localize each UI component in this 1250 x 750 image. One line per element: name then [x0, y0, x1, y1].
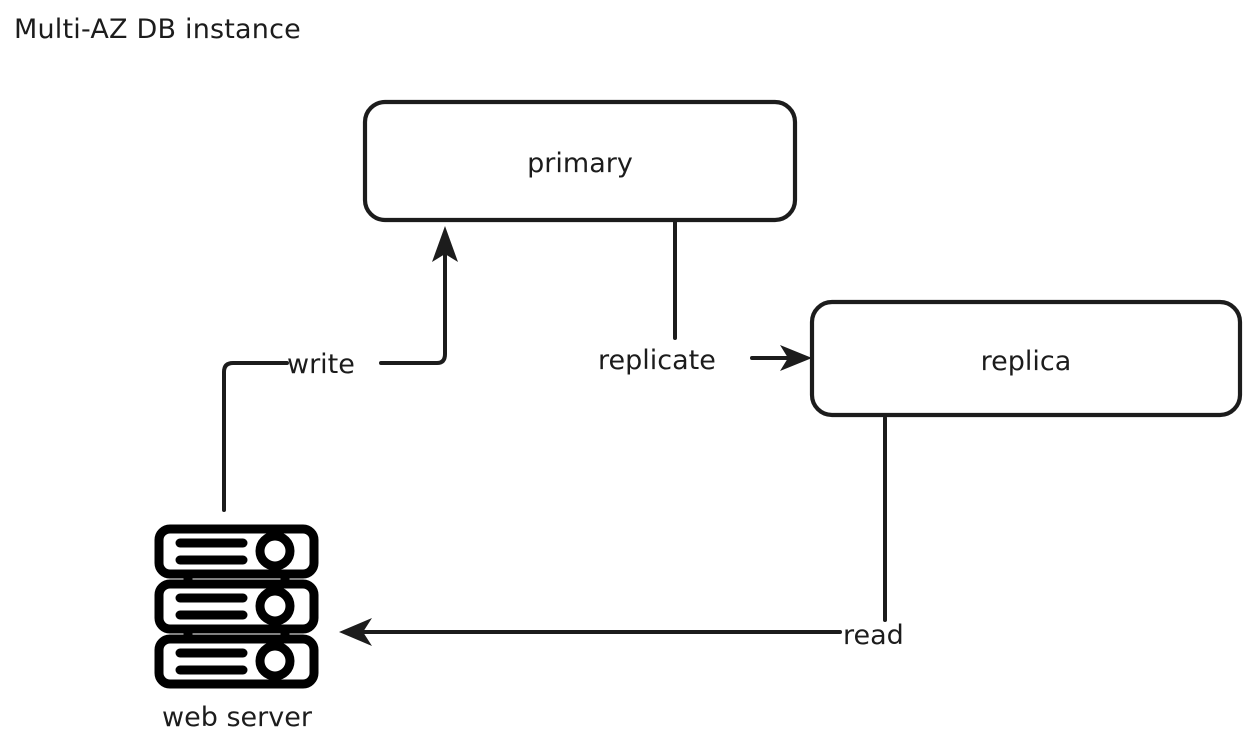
- write-path-lower: [222, 361, 289, 512]
- node-replica[interactable]: replica: [809, 299, 1243, 418]
- edge-label-read: read: [843, 620, 904, 651]
- primary-label: primary: [527, 148, 633, 179]
- web-server-label: web server: [162, 702, 313, 733]
- edge-write: write: [222, 226, 458, 512]
- edge-label-write: write: [287, 349, 355, 380]
- edge-label-replicate: replicate: [598, 345, 716, 376]
- edge-read: read: [339, 416, 904, 651]
- server-unit-2-led: [255, 586, 295, 626]
- write-path-upper: [379, 238, 447, 365]
- server-unit-3: [154, 634, 319, 689]
- node-primary[interactable]: primary: [362, 99, 798, 223]
- replica-label: replica: [981, 346, 1072, 377]
- server-unit-1: [154, 524, 319, 579]
- page-title: Multi-AZ DB instance: [14, 14, 301, 45]
- server-unit-2: [154, 579, 319, 634]
- replica-box[interactable]: [809, 299, 1243, 418]
- write-arrowhead-icon: [432, 226, 458, 262]
- edge-replicate: replicate: [598, 220, 812, 376]
- primary-box[interactable]: [362, 99, 798, 223]
- server-rack-icon: [154, 524, 319, 689]
- node-web-server[interactable]: web server: [154, 524, 319, 733]
- server-unit-3-led: [255, 641, 295, 681]
- read-arrowhead-icon: [339, 618, 372, 646]
- replicate-arrowhead-icon: [780, 345, 812, 371]
- server-unit-1-led: [255, 531, 295, 571]
